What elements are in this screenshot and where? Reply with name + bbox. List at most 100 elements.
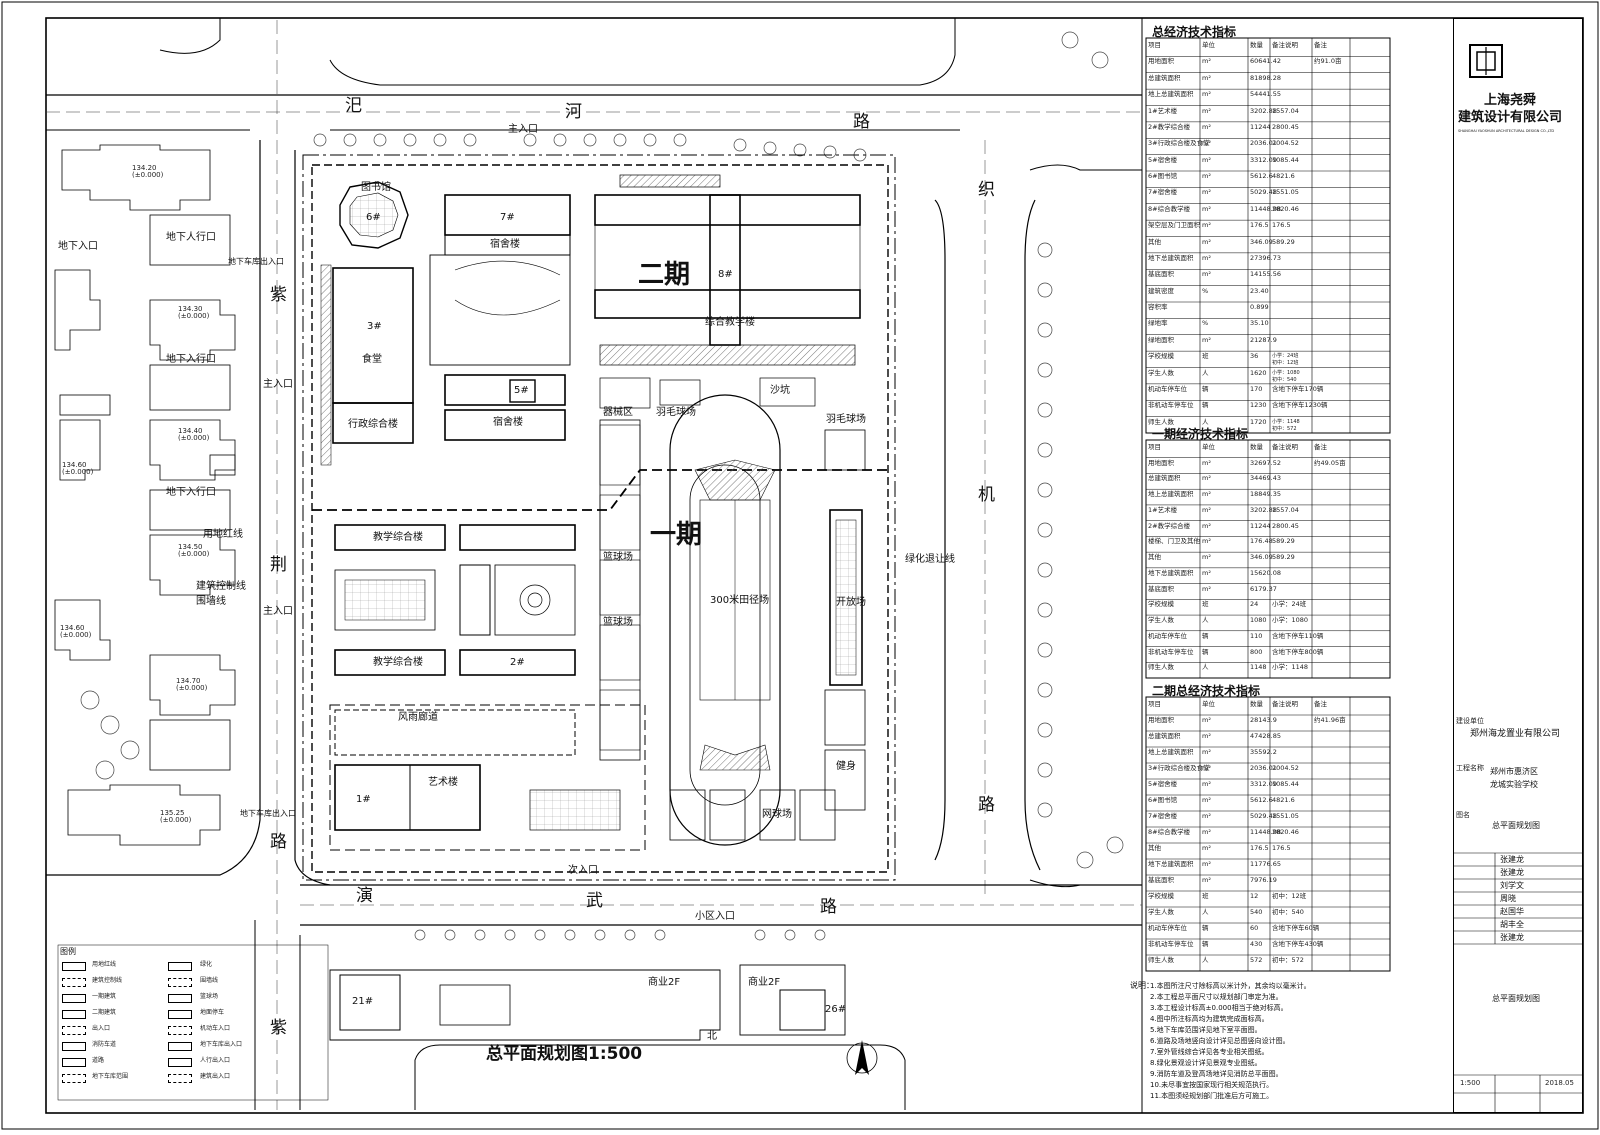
fitness-label: 器械区 xyxy=(603,407,633,418)
canteen-label: 食堂 xyxy=(362,354,382,365)
table-phase1-title: 一期经济技术指标 xyxy=(1152,427,1249,441)
legend-item: 地下车库范围 xyxy=(92,1073,129,1080)
table-phase2-cell: 47428.85 xyxy=(1250,732,1282,740)
table-phase2-cell: 辆 xyxy=(1202,924,1209,932)
table-phase2-cell: 单位 xyxy=(1202,700,1215,708)
table-total-cell: 4821.6 xyxy=(1272,172,1295,180)
table-total-cell: 学校规模 xyxy=(1148,352,1174,361)
note-item: 8.绿化景观设计详见景观专业图纸。 xyxy=(1150,1059,1262,1067)
building-2-label: 2# xyxy=(510,657,525,668)
phase1-label: 一期 xyxy=(650,520,703,550)
table-total-cell: % xyxy=(1202,319,1209,328)
table-phase2-cell: 含地下停车430辆 xyxy=(1272,940,1324,948)
legend-item: 出入口 xyxy=(92,1025,111,1032)
table-phase2-cell: 约41.96亩 xyxy=(1314,716,1346,724)
road-label-right-1: 织 xyxy=(978,180,995,200)
legend-swatch xyxy=(62,1042,86,1051)
table-total-cell: 5029.48 xyxy=(1250,188,1277,197)
table-total-cell: 项目 xyxy=(1148,41,1161,49)
table-total-cell: 人 xyxy=(1202,417,1209,426)
table-phase1-cell: 2800.45 xyxy=(1272,521,1299,530)
underground-entry4-label: 地下入行口 xyxy=(166,487,216,498)
phase2-label: 二期 xyxy=(638,260,691,290)
table-phase2-cell: 2820.46 xyxy=(1272,828,1299,836)
underground-entry-label: 地下入口 xyxy=(58,241,98,252)
road-label-top-2: 河 xyxy=(565,102,582,122)
signer-name: 张建龙 xyxy=(1500,868,1524,877)
table-phase2-cell: 4821.6 xyxy=(1272,796,1295,804)
build-line-label: 建筑控制线 xyxy=(196,581,246,592)
table-phase2-cell: 11448.98 xyxy=(1250,828,1282,836)
table-total-cell: 机动车停车位 xyxy=(1148,384,1187,393)
sandpit-label: 沙坑 xyxy=(770,385,790,396)
table-total-cell: m² xyxy=(1202,237,1211,246)
table-total-cell: 176.5 xyxy=(1250,221,1269,230)
table-phase2-cell: 非机动车停车位 xyxy=(1148,940,1194,948)
legend-swatch xyxy=(168,1010,192,1019)
table-phase2-cell: 35592.2 xyxy=(1250,748,1277,756)
underground-entry2-label: 地下人行口 xyxy=(166,232,216,243)
dorm-mid-label: 宿舍楼 xyxy=(493,417,523,428)
table-total-cell: 21287.9 xyxy=(1250,335,1277,344)
client-label: 建设单位 xyxy=(1456,717,1484,725)
table-total-title: 总经济技术指标 xyxy=(1152,25,1237,39)
res-elev-1: 134.20 (±0.000) xyxy=(132,164,164,179)
table-phase1-cell: m² xyxy=(1202,568,1211,577)
legend-swatch xyxy=(62,1074,86,1083)
table-phase1-cell: m² xyxy=(1202,584,1211,593)
table-total-cell: 地上总建筑面积 xyxy=(1148,90,1194,99)
table-phase1-cell: 楼梯、门卫及其他 xyxy=(1148,537,1200,546)
table-total-cell: m² xyxy=(1202,139,1211,148)
note-item: 3.本工程设计标高±0.000相当于绝对标高。 xyxy=(1150,1004,1288,1012)
table-phase2-cell: m² xyxy=(1202,828,1211,836)
table-phase1-cell: m² xyxy=(1202,474,1211,483)
art-building-label: 艺术楼 xyxy=(428,777,458,788)
table-phase2-cell: 430 xyxy=(1250,940,1263,948)
table-phase2-cell: 5029.48 xyxy=(1250,812,1277,820)
table-total-cell: 辆 xyxy=(1202,401,1209,410)
note-item: 11.本图须经规划部门批准后方可施工。 xyxy=(1150,1092,1274,1100)
table-total-cell: 1557.04 xyxy=(1272,106,1299,115)
table-total-cell: 容积率 xyxy=(1148,303,1168,311)
entrance-left-label: 主入口 xyxy=(263,379,293,390)
table-phase2-cell: m² xyxy=(1202,812,1211,820)
table-phase2-cell: m² xyxy=(1202,764,1211,772)
underground-car-label: 地下车库出入口 xyxy=(228,257,284,266)
table-phase2-cell: 1085.44 xyxy=(1272,780,1299,788)
table-phase2-cell: 项目 xyxy=(1148,700,1161,708)
table-total-cell: 3202.88 xyxy=(1250,106,1277,115)
table-total-cell: 小学：1080 初中：540 xyxy=(1272,369,1300,383)
res-elev-5: 134.50 (±0.000) xyxy=(178,543,210,558)
table-total-cell: 1085.44 xyxy=(1272,155,1299,164)
table-phase1-cell: 备注说明 xyxy=(1272,443,1298,451)
badminton-label: 羽毛球场 xyxy=(826,414,866,425)
red-line-label: 用地红线 xyxy=(203,529,243,540)
legend-swatch xyxy=(168,1058,192,1067)
table-total-cell: 备注 xyxy=(1314,41,1327,49)
table-total-cell: 2036.01 xyxy=(1250,139,1277,148)
table-phase1-cell: 6179.37 xyxy=(1250,584,1277,593)
road-label-bottom-2: 武 xyxy=(586,891,603,911)
table-total-cell: 人 xyxy=(1202,368,1209,377)
signer-name: 胡丰全 xyxy=(1500,920,1524,929)
table-phase1-cell: 基底面积 xyxy=(1148,584,1174,593)
project-label: 工程名称 xyxy=(1456,764,1484,772)
table-phase1-cell: 1080 xyxy=(1250,616,1267,625)
table-total-cell: 非机动车停车位 xyxy=(1148,401,1194,410)
table-total-cell: 589.29 xyxy=(1272,237,1295,246)
date-value: 2018.05 xyxy=(1545,1079,1574,1087)
drawing-name: 总平面规划图 xyxy=(1492,821,1540,830)
table-total-cell: 11448.98 xyxy=(1250,204,1282,213)
commercial1-label: 商业2F xyxy=(648,977,681,988)
table-total-cell: 约91.0亩 xyxy=(1314,57,1342,66)
table-phase1-cell: 小学：1148 xyxy=(1272,663,1309,672)
table-phase1-cell: 34469.43 xyxy=(1250,474,1282,483)
legend-swatch xyxy=(62,1058,86,1067)
table-phase2-cell: 7#宿舍楼 xyxy=(1148,812,1178,820)
table-phase2-cell: 8#综合教学楼 xyxy=(1148,828,1191,836)
table-phase1-cell: 其他 xyxy=(1148,553,1161,562)
legend-item: 人行出入口 xyxy=(200,1057,231,1064)
table-phase1-cell: 约49.05亩 xyxy=(1314,458,1346,467)
table-phase1-cell: 人 xyxy=(1202,616,1209,625)
